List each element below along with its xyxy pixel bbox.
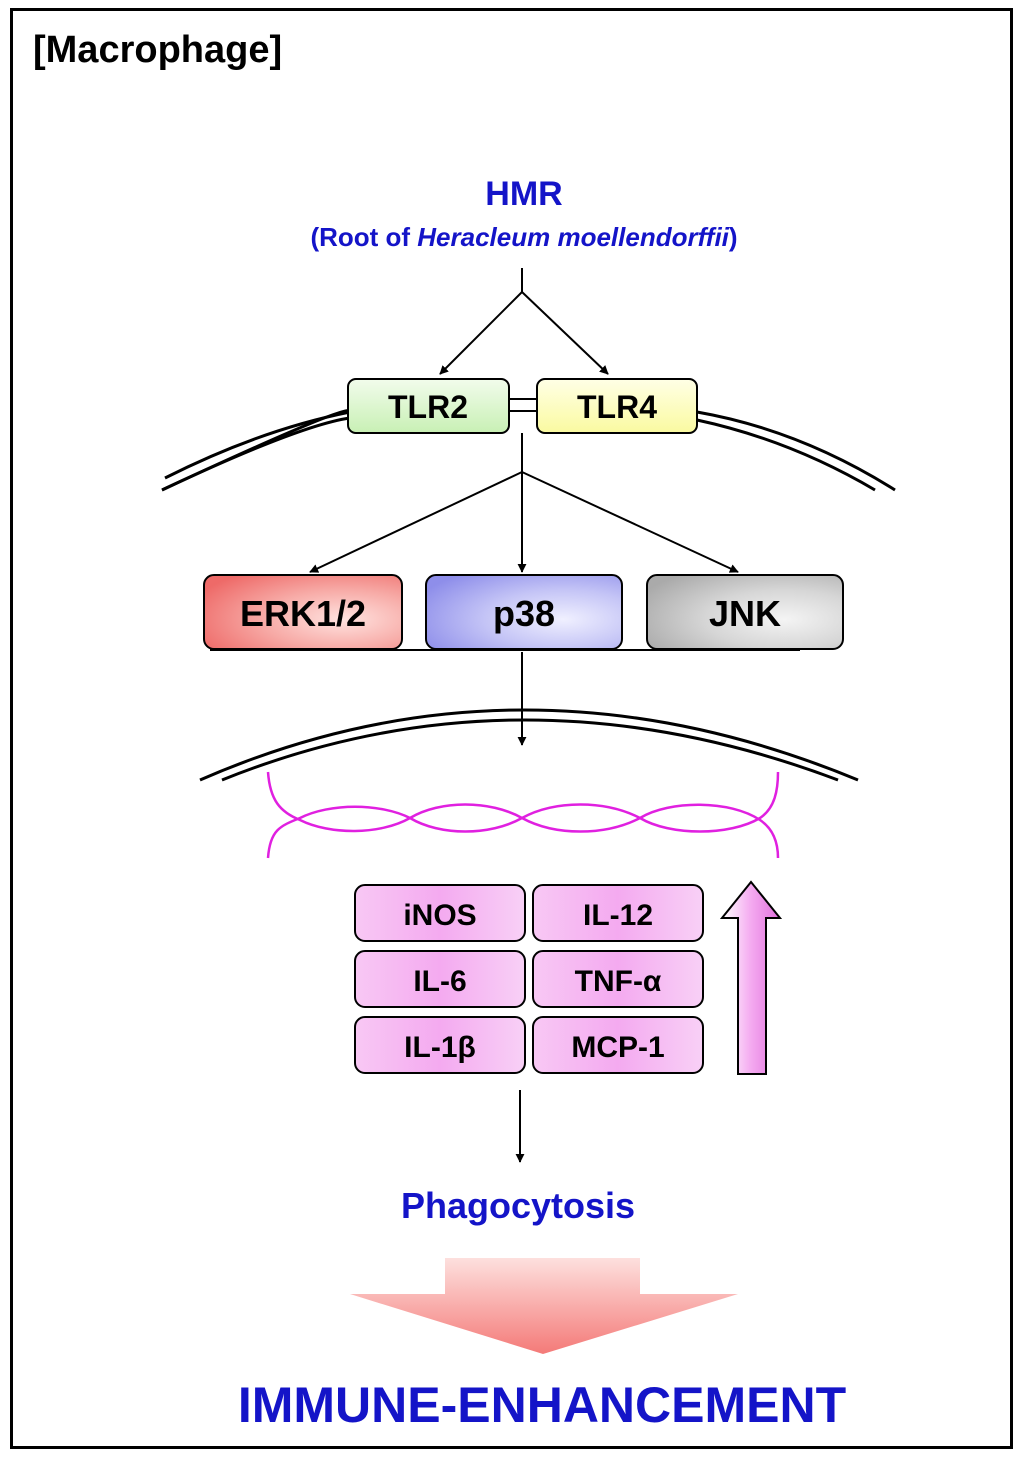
cytokine-label: TNF-α (575, 965, 662, 998)
cytokine-box: iNOS (354, 884, 526, 942)
cytokine-label: IL-1β (404, 1031, 476, 1064)
kinase-jnk-label: JNK (709, 593, 781, 634)
cytokine-box: IL-1β (354, 1016, 526, 1074)
cytokine-grid: iNOS IL-12 IL-6 TNF-α IL-1β MCP-1 (354, 884, 704, 1074)
stimulus-name: HMR (485, 175, 562, 213)
receptor-tlr4: TLR4 (536, 378, 698, 434)
outcome-label: Phagocytosis (401, 1185, 635, 1226)
receptor-tlr2-label: TLR2 (388, 389, 468, 425)
receptor-tlr4-label: TLR4 (577, 389, 657, 425)
cytokine-label: MCP-1 (571, 1031, 664, 1064)
kinase-erk-label: ERK1/2 (240, 593, 366, 634)
dna-helix (266, 771, 780, 859)
cell-membrane (161, 409, 896, 492)
receptor-tlr2: TLR2 (347, 378, 510, 434)
kinase-p38: p38 (425, 574, 623, 650)
cytokine-box: MCP-1 (532, 1016, 704, 1074)
species-name: Heracleum moellendorffii (417, 222, 729, 252)
cytokine-box: TNF-α (532, 950, 704, 1008)
kinase-erk: ERK1/2 (203, 574, 403, 650)
panel-label: [Macrophage] (33, 29, 282, 71)
receptor-arrows (309, 433, 739, 573)
cytokine-box: IL-6 (354, 950, 526, 1008)
cytokine-label: IL-6 (413, 965, 466, 998)
stimulus-source: (Root of Heracleum moellendorffii) (310, 222, 737, 252)
kinase-p38-label: p38 (493, 593, 555, 634)
nuclear-membrane (199, 708, 859, 782)
figure-frame (10, 8, 1013, 1449)
cytokine-box: IL-12 (532, 884, 704, 942)
upregulation-arrow (719, 880, 783, 1075)
stimulus-arrows (439, 268, 609, 375)
cytokine-label: IL-12 (583, 899, 653, 932)
receptor-dimer-link (509, 398, 537, 412)
kinase-jnk: JNK (646, 574, 844, 650)
conclusion-label: IMMUNE-ENHANCEMENT (238, 1377, 846, 1433)
cytokine-label: iNOS (403, 899, 476, 932)
conclusion-arrow (350, 1258, 738, 1354)
